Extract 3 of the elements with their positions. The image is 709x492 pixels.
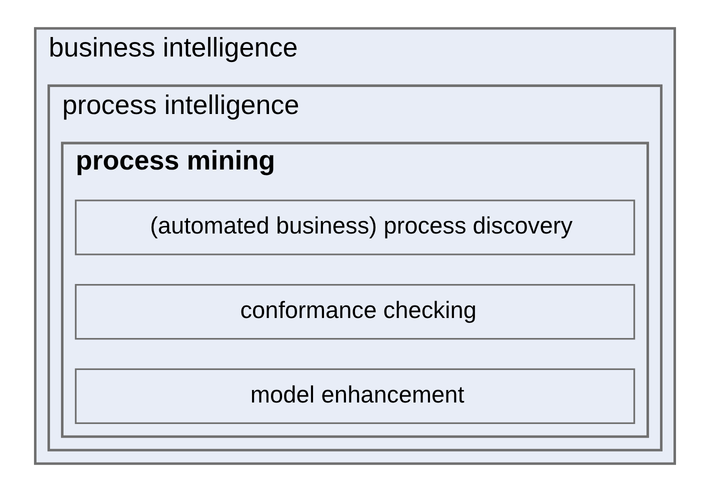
node-box: conformance checking bbox=[74, 284, 635, 340]
node-box: (automated business) process discovery bbox=[74, 200, 635, 256]
node-box: model enhancement bbox=[74, 368, 635, 424]
